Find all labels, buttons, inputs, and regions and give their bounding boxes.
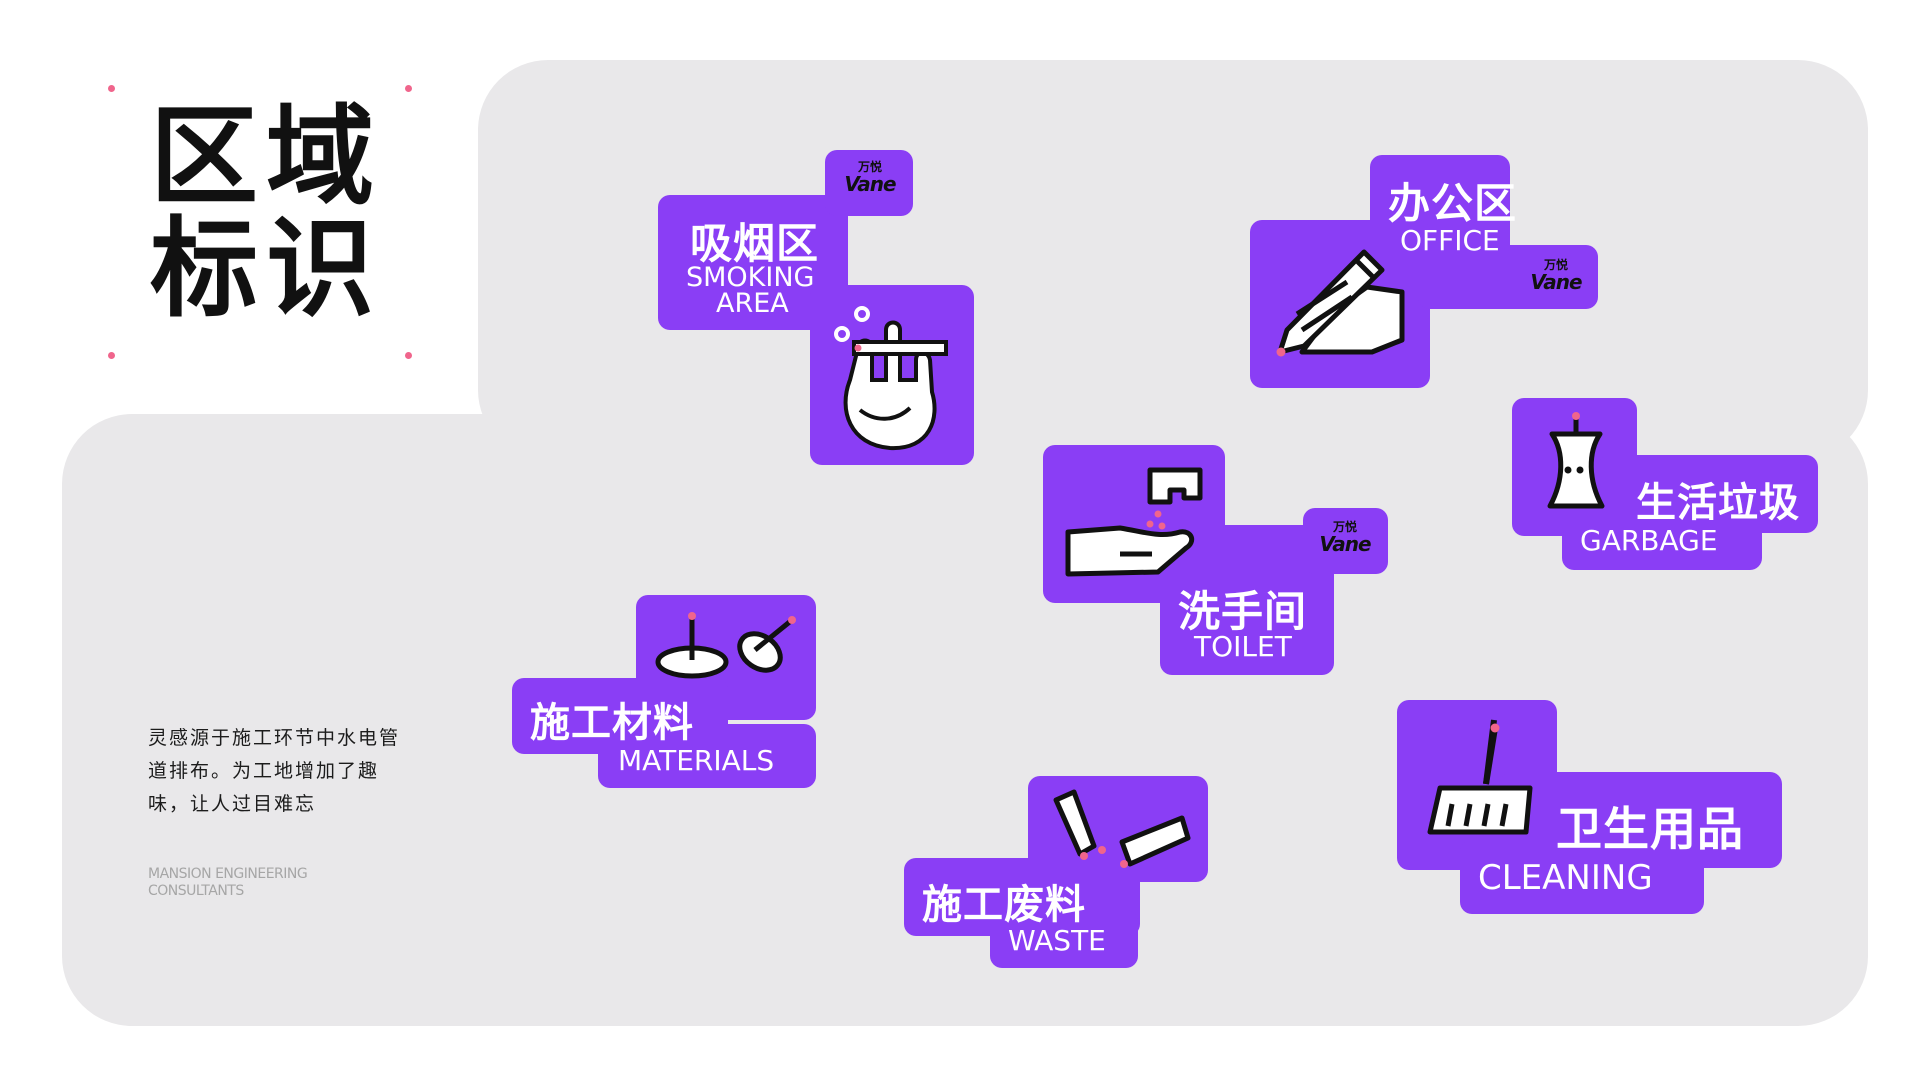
sign-label-zh: 生活垃圾 xyxy=(1636,480,1800,526)
sign-label-en-line1: SMOKING xyxy=(686,262,815,293)
brand-logo: 万悦 Vane xyxy=(1530,258,1582,294)
hand-washing-tap-icon xyxy=(1065,467,1203,577)
sign-label-en: GARBAGE xyxy=(1580,524,1718,557)
corner-mark-top-right xyxy=(405,85,412,92)
sign-label-en: CLEANING xyxy=(1478,858,1653,898)
corner-mark-bottom-right xyxy=(405,352,412,359)
construction-materials-icon xyxy=(655,612,796,679)
brand-logo: 万悦 Vane xyxy=(844,160,896,196)
page-title: 区域 标识 xyxy=(150,102,382,326)
sign-label-zh: 办公区 xyxy=(1388,179,1518,228)
no-smoking-hand-icon xyxy=(834,306,948,451)
corner-mark-top-left xyxy=(108,85,115,92)
page-title-line2: 标识 xyxy=(150,207,383,332)
sign-label-zh: 卫生用品 xyxy=(1556,802,1744,856)
broken-pipe-icon xyxy=(1053,789,1191,868)
writing-hand-pencil-icon xyxy=(1276,249,1405,357)
sign-label-en: OFFICE xyxy=(1400,224,1500,257)
sign-label-en: MATERIALS xyxy=(618,744,775,777)
page-title-line1: 区域 xyxy=(150,95,383,220)
sign-label-en-line2: AREA xyxy=(716,288,789,319)
sign-label-en: TOILET xyxy=(1194,630,1292,663)
sign-label-zh: 施工材料 xyxy=(530,700,694,746)
corner-mark-bottom-left xyxy=(108,352,115,359)
broom-icon xyxy=(1427,719,1533,835)
apple-core-icon xyxy=(1547,412,1605,509)
company-name: MANSION ENGINEERING CONSULTANTS xyxy=(148,866,308,899)
sign-label-zh: 洗手间 xyxy=(1178,587,1308,636)
sign-label-zh: 吸烟区 xyxy=(690,219,820,268)
description-text: 灵感源于施工环节中水电管道排布。为工地增加了趣味，让人过目难忘 xyxy=(148,727,401,815)
sign-label-zh: 施工废料 xyxy=(922,882,1086,928)
sign-label-en: WASTE xyxy=(1008,924,1106,957)
brand-logo: 万悦 Vane xyxy=(1319,520,1371,556)
